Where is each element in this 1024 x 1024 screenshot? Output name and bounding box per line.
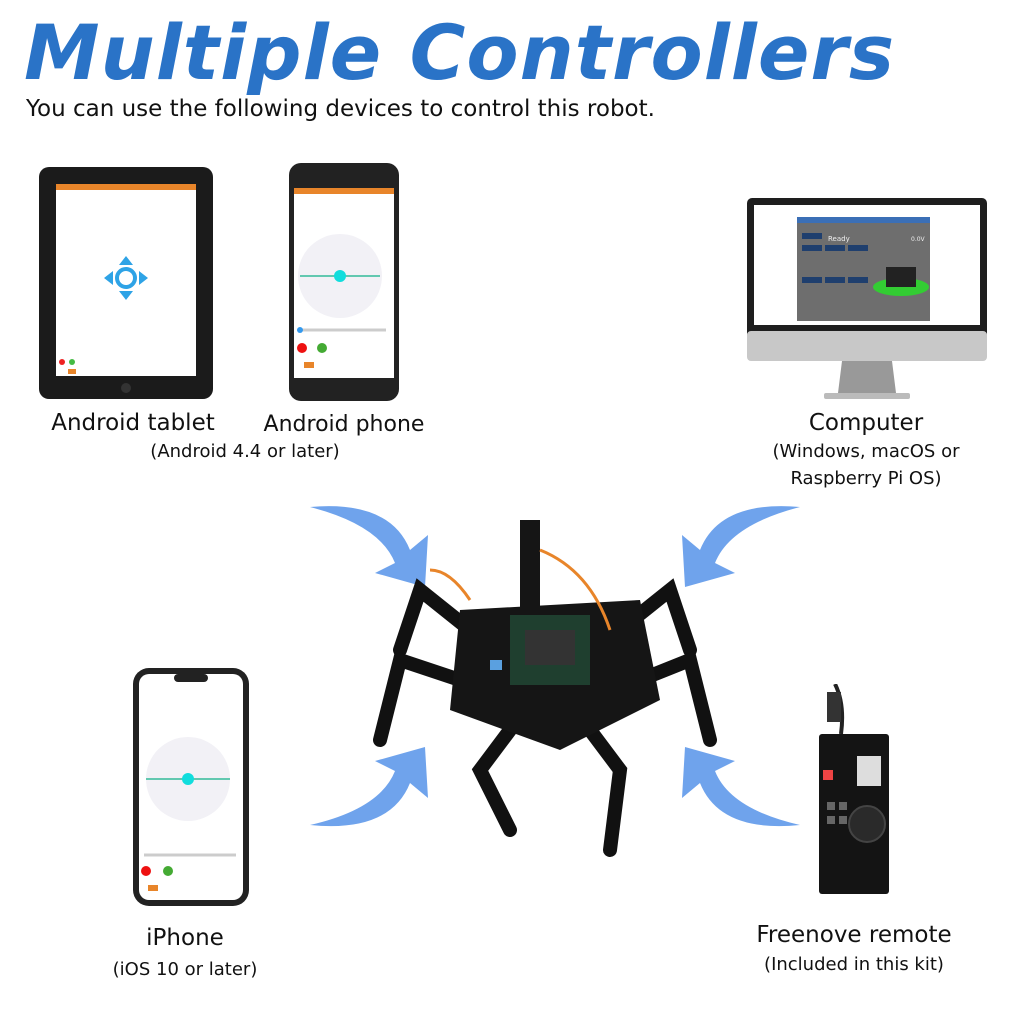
hexapod-robot-image <box>373 520 717 857</box>
android-note: (Android 4.4 or later) <box>150 441 340 462</box>
iphone-note: (iOS 10 or later) <box>112 959 258 980</box>
direction-pad-icon <box>104 256 148 300</box>
arrow-icon <box>310 747 428 827</box>
computer-voltage-text: 0.0V <box>911 236 926 243</box>
computer-image: Ready 0.0V <box>747 198 987 399</box>
android-tablet-label: Android tablet <box>51 410 215 436</box>
page-subtitle: You can use the following devices to con… <box>26 96 655 122</box>
arrow-icon <box>682 747 800 827</box>
freenove-remote-note: (Included in this kit) <box>764 954 944 975</box>
android-phone-image <box>289 163 399 401</box>
arrow-icon <box>310 506 428 587</box>
computer-note-line2: Raspberry Pi OS) <box>790 468 942 489</box>
iphone-image <box>133 668 249 906</box>
freenove-remote-image <box>819 684 889 894</box>
computer-label: Computer <box>808 410 924 436</box>
android-tablet-image <box>39 167 213 399</box>
android-phone-label: Android phone <box>263 412 425 437</box>
computer-status-text: Ready <box>828 235 850 243</box>
computer-note-line1: (Windows, macOS or <box>772 441 960 462</box>
freenove-remote-label: Freenove remote <box>756 922 952 948</box>
iphone-label: iPhone <box>146 925 224 951</box>
page-title: Multiple Controllers <box>24 8 896 97</box>
arrows-group <box>310 506 800 827</box>
arrow-icon <box>682 506 800 587</box>
